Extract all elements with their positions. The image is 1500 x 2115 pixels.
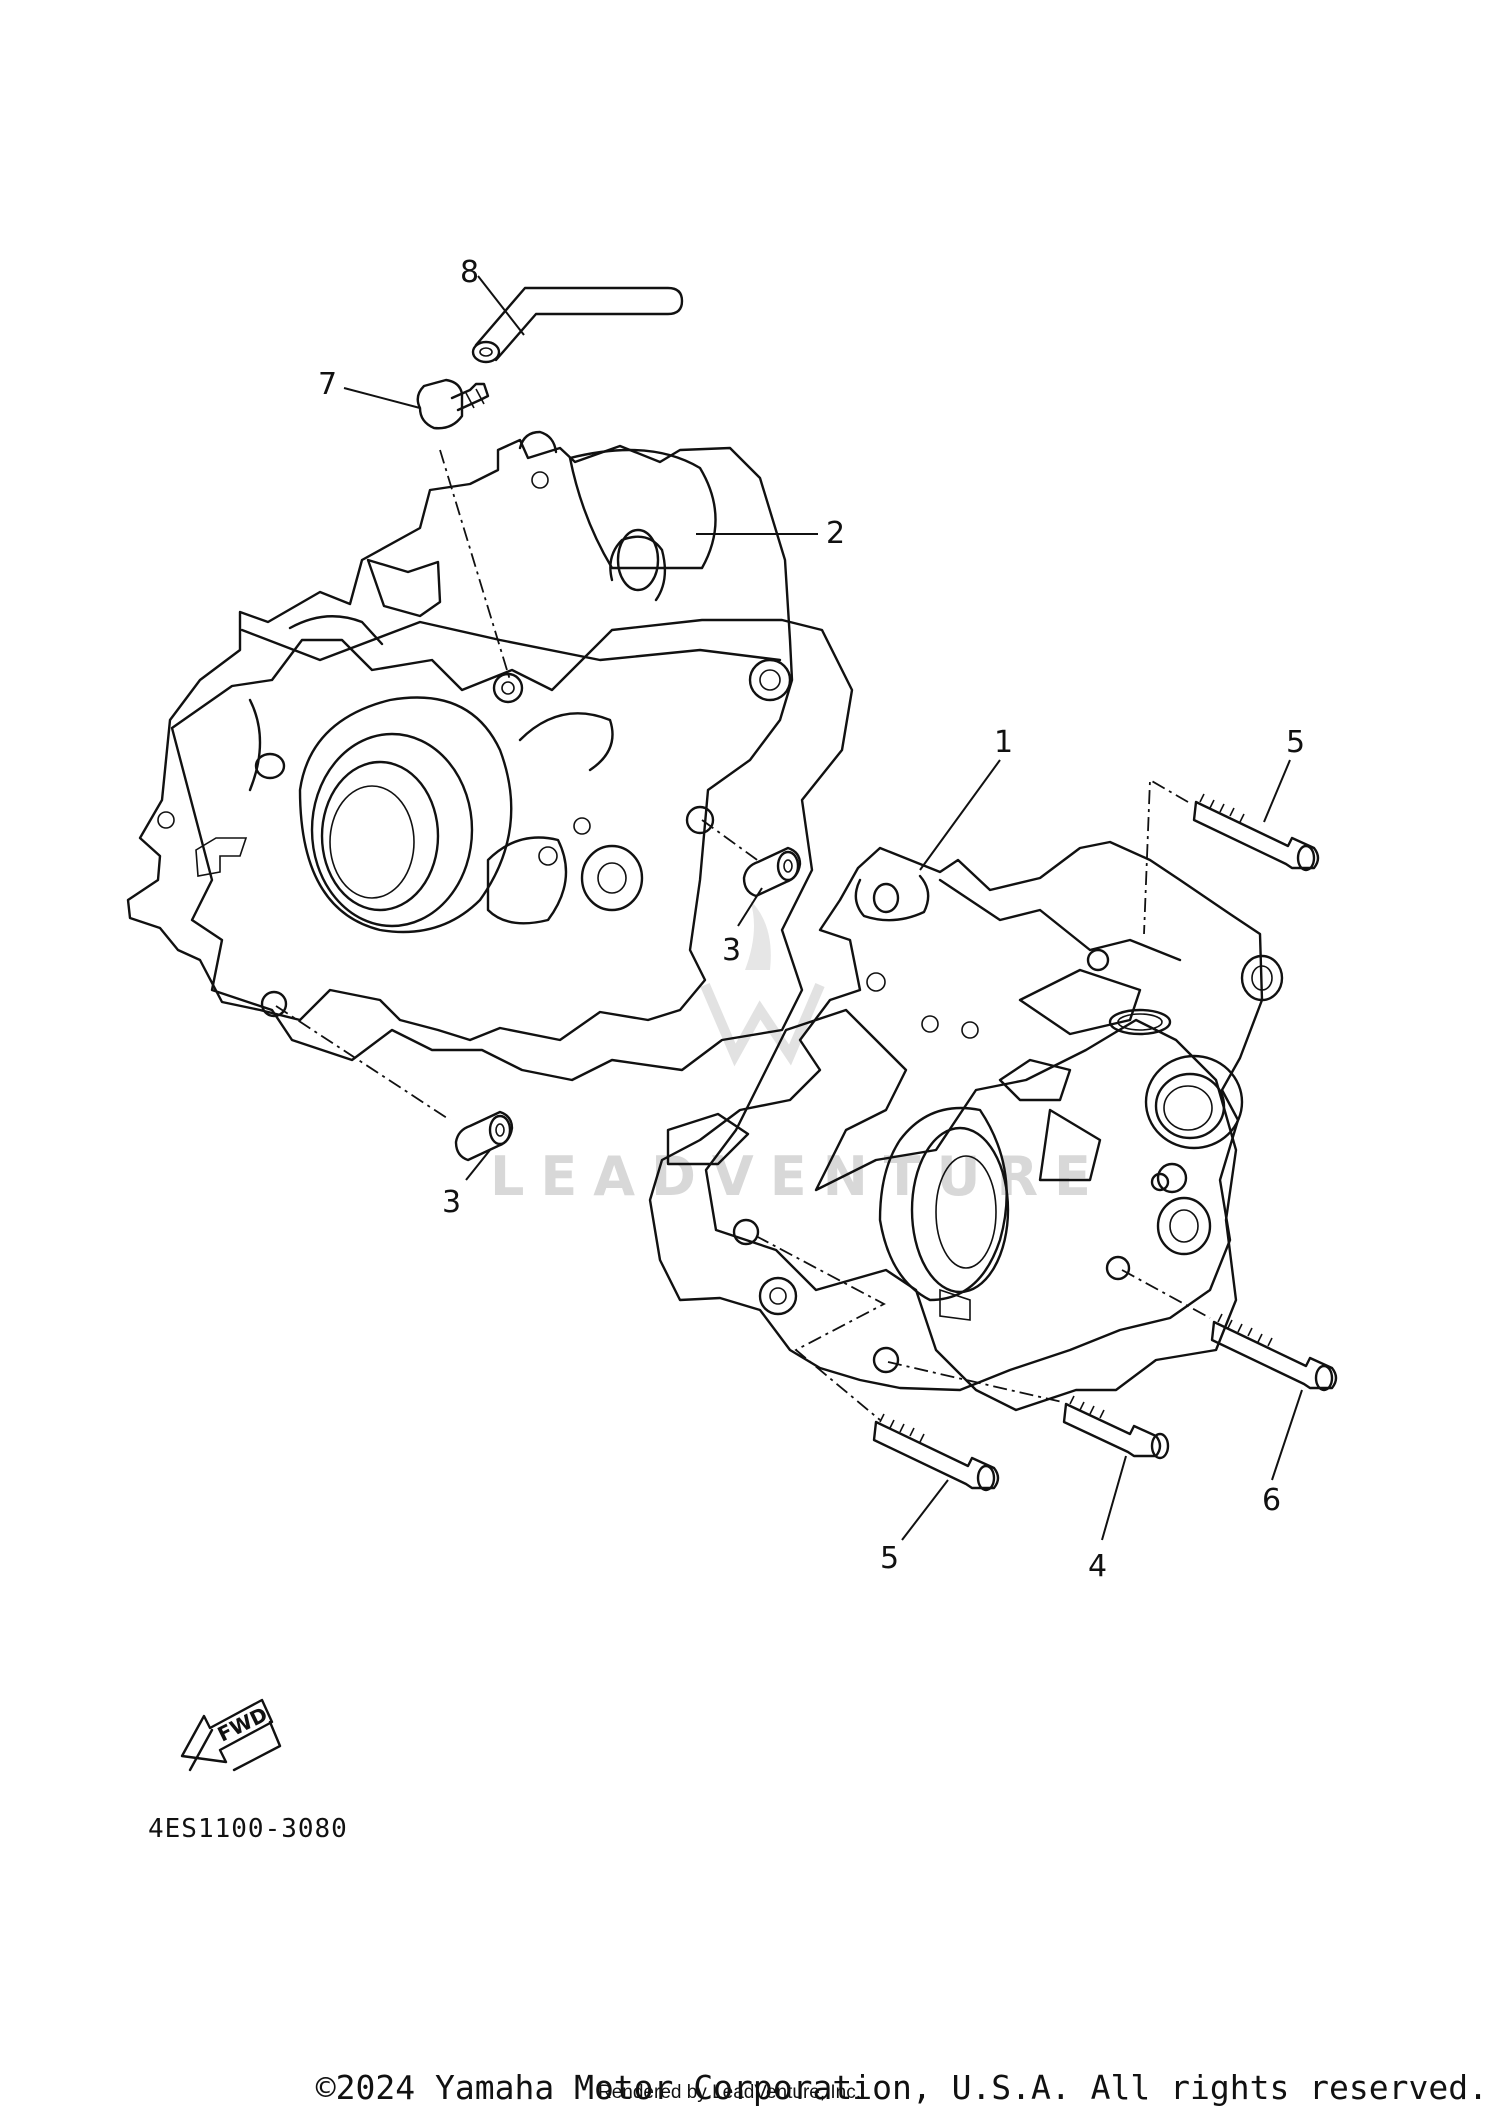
dowel-pin-part-upper — [742, 846, 802, 898]
callout-7: 7 — [318, 367, 337, 402]
callout-3-lower: 3 — [442, 1185, 461, 1220]
callout-6: 6 — [1262, 1483, 1281, 1518]
fwd-label: FWD — [214, 1702, 272, 1747]
bolt-part-5-upper — [1192, 793, 1320, 872]
hose-part — [471, 286, 684, 364]
watermark: LEADVENTURE — [490, 900, 1107, 1208]
callout-2: 2 — [826, 516, 845, 551]
callouts: 8 7 2 1 5 3 3 5 4 6 — [318, 255, 1305, 1584]
rendered-by-notice: Rendered by LeadVenture, Inc. — [598, 2082, 862, 2103]
callout-8: 8 — [460, 255, 479, 290]
crankcase-1-part — [648, 840, 1284, 1412]
leader-lines — [343, 275, 1303, 1541]
callout-5-upper: 5 — [1286, 725, 1305, 760]
crankcase-2-part — [126, 430, 854, 1082]
callout-3-upper: 3 — [722, 933, 741, 968]
callout-1: 1 — [994, 725, 1013, 760]
forward-arrow-icon: FWD — [180, 1698, 282, 1772]
bolt-part-5-lower — [872, 1413, 1000, 1492]
callout-5-lower: 5 — [880, 1541, 899, 1576]
bolt-part-4 — [1062, 1395, 1170, 1460]
dowel-pin-part-lower — [454, 1110, 514, 1162]
watermark-text: LEADVENTURE — [490, 1145, 1107, 1208]
alignment-lines — [275, 449, 1211, 1421]
diagram-part-code: 4ES1100-3080 — [148, 1814, 348, 1844]
copyright-notice: ©2024 Yamaha Motor Corporation, U.S.A. A… — [315, 2068, 1488, 2107]
hose-joint-part — [416, 378, 490, 430]
bolt-part-6 — [1210, 1313, 1338, 1392]
callout-4: 4 — [1088, 1549, 1107, 1584]
